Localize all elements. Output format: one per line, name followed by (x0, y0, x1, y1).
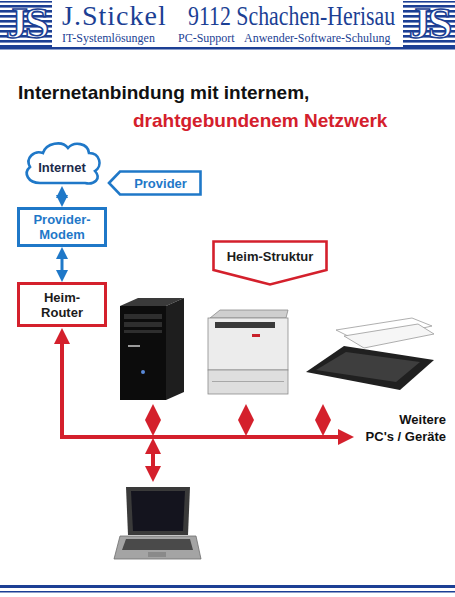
service-item: PC-Support (178, 31, 235, 45)
device-label: Weitere PC's / Geräte (346, 411, 446, 445)
callout-tag: Provider (107, 170, 202, 196)
pc-badge (128, 345, 140, 347)
printer-slot (215, 322, 275, 328)
printer-tray (208, 370, 288, 394)
laptop-screen (126, 487, 190, 535)
service-item: Anwender-Software-Schulung (244, 31, 390, 45)
process-box: Provider- Modem (17, 207, 107, 247)
logo-stripes (0, 1, 52, 47)
node-text: Provider- Modem (29, 212, 95, 242)
pc-drive-bay (124, 322, 162, 327)
scanner (306, 346, 434, 390)
network-link (151, 446, 155, 474)
callout-banner-outline (214, 242, 327, 285)
node-text: Heim- Router (29, 290, 95, 320)
printer (210, 310, 288, 318)
scanner-paper (344, 324, 434, 348)
service-item: IT-Systemlösungen (62, 31, 155, 45)
network-bus (62, 336, 346, 437)
callout-banner: Heim-Struktur (212, 240, 328, 286)
node-text: Internet (38, 160, 86, 175)
printer-logo (252, 334, 260, 337)
network-link (151, 412, 155, 428)
diagram-title: Internetanbindung mit internem, drahtgeb… (18, 79, 433, 135)
cloud-node-outline (27, 143, 100, 183)
laptop-keyboard (122, 539, 193, 550)
network-link (321, 412, 325, 428)
company-name: J.Stickel (62, 0, 167, 32)
printer-tray (212, 381, 284, 382)
pc-tower (120, 306, 166, 400)
pc-tower (166, 298, 184, 400)
node-text: Provider (134, 176, 187, 191)
laptop-base (114, 536, 201, 559)
laptop-touchpad (148, 552, 166, 557)
pc-drive-bay (124, 330, 162, 333)
footer-rule (0, 585, 455, 588)
process-box: Heim- Router (17, 282, 107, 327)
printer (208, 318, 288, 370)
logo-stripes (403, 1, 455, 47)
laptop-screen (131, 491, 185, 531)
header-rule (0, 47, 455, 50)
pc-power-light (141, 370, 145, 374)
node-text: Heim-Struktur (227, 249, 314, 264)
double-arrow (61, 253, 64, 276)
network-link (244, 412, 248, 428)
scanner-glass (316, 352, 420, 382)
cloud-node: Internet (22, 138, 102, 186)
double-arrow (61, 192, 64, 201)
logo-letters: JS (403, 0, 455, 48)
pc-drive-bay (124, 314, 162, 319)
callout-tag-outline (109, 172, 201, 195)
footer-rule (0, 591, 455, 593)
logo-letters: JS (0, 0, 52, 48)
company-address: 9112 Schachen-Herisau (188, 0, 395, 32)
